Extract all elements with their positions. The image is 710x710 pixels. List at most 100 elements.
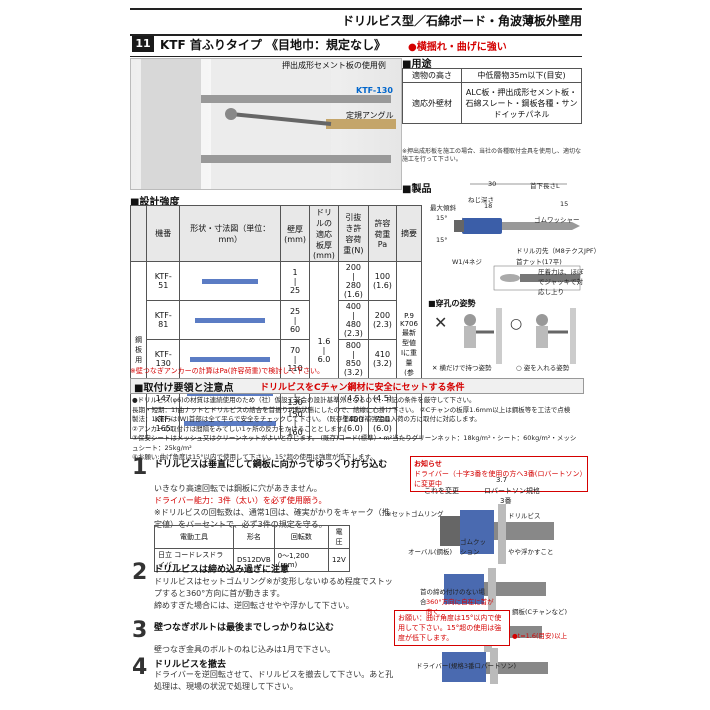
step-body-line: 締めすぎた場合には、逆回転させやや浮かして下さい。 [154, 601, 354, 610]
step-body: ドライバーを逆回転させて、ドリルビスを撤去して下さい。あと孔処理は、現場の状況で… [154, 669, 394, 693]
spec-pull: 200 | 280 (1.6) [337, 261, 369, 301]
spec-model: KTF-51 [146, 261, 181, 301]
installation-photo [130, 58, 402, 190]
spec-header-note: 摘要 [396, 205, 422, 262]
install-label-loose: やや浮かすこと [508, 548, 554, 556]
tool-cell: 日立 コードレスドライバー [153, 548, 235, 572]
step-title: 壁つなぎボルトは最後までしっかりねじ込む [154, 623, 335, 633]
install-label-360: 360°方向に自在に首が向く [426, 598, 494, 616]
usage-note: ※押出成形板を施工の場合、当社の各種取付金具を使用し、適切な施工を行って下さい。 [402, 148, 582, 163]
usage-heading: ■用途 [402, 59, 432, 70]
step-body-line: ※ドリルビスの回転数は、通常1回は、確実がかりをキャーク（推定値）をバーセントで… [154, 508, 390, 529]
spec-thick: 150 | 160 [280, 408, 310, 439]
step-number: 1 [132, 455, 148, 480]
usage-value: 中低層物35m以下(目安) [461, 68, 582, 83]
usage-label: 適物の高さ [402, 68, 462, 83]
product-label-thread-w: W1/4ネジ [452, 258, 482, 266]
product-label-force: 圧着力は、ほぼでジャッキで対応し上り [538, 268, 584, 296]
spec-row: KTF-81 25 | 60 400 | 480 (2.3) 200 (2.3) [131, 300, 422, 340]
install-label-drill: ドリルビス [508, 512, 541, 520]
install-label-thickness: ●t=1.6(目安)以上 [512, 632, 568, 640]
step-number: 3 [132, 618, 148, 643]
spec-header-shape: 形状・寸法図（単位：mm） [179, 205, 282, 262]
notice-sub-3: 3番 [500, 497, 512, 505]
spec-model: KTF-81 [146, 300, 181, 340]
usage-table: 適物の高さ 中低層物35m以下(目安) 適応外壁材 ALC板・押出成形セメント板… [402, 68, 582, 124]
tool-cell: DS12DVB [233, 548, 275, 572]
product-label-15c: 15 [560, 200, 569, 208]
spec-pull: 400 | 480 (2.3) [337, 300, 369, 340]
spec-header-blank [129, 205, 148, 262]
spec-pull: 1400 (6.0) [337, 408, 369, 439]
procedure-note: ③保安シートはメッシュ又はクリーンネットがよいと存じます。 (既存)コード(標準… [132, 434, 577, 452]
install-label-cushion: ゴムクッション [460, 538, 486, 556]
usage-value: ALC板・押出成形セメント板・石綿スレート・鋼板各種・サンドイッチパネル [461, 82, 582, 124]
tool-cell: 12V [328, 548, 350, 572]
spec-thick: 1 | 25 [280, 261, 310, 301]
step-body-line: ドリルビスはセットゴムリング※が変形しないゆるめ程度でストップすると360°方向… [154, 577, 393, 598]
spec-model: KTF-165 [146, 408, 181, 439]
photo-illustration [141, 59, 396, 189]
top-rule [130, 8, 582, 10]
spec-footnote: ※壁つなぎアンカーの計算はPa(許容荷重)で検討して下さい。 [130, 367, 325, 375]
tool-cell: 0～1,200 (rpm) [273, 548, 330, 572]
step-body-line: いきなり高速回転では鋼板に穴があきません。 [154, 484, 322, 493]
product-label-rubber: ゴムワッシャー [534, 216, 580, 224]
product-label-15b: 15° [436, 236, 448, 244]
notice-callout: お知らせ ドライバー（十字3番を使用の方へ3番(ロバートソン）に変更中 [410, 456, 588, 492]
step-title: ドリルビスは締め込み過ぎに注意 [154, 565, 290, 575]
spec-shape [179, 261, 282, 301]
procedure-note: ②アンカーの取付けは間隔をみてしい1ヶ所の反力をかけることとします。 [132, 424, 350, 433]
product-label-drill: ドリル刃先（M8テクスJPF） [516, 247, 601, 255]
spec-header-thick: 壁厚(mm) [280, 205, 310, 262]
step-title: ドリルビスは垂直にして鋼板に向かってゆっくり打ち込む [154, 460, 388, 470]
spec-shape [179, 300, 282, 340]
postures-heading: ■穿孔の姿勢 [428, 299, 476, 308]
tool-header: 形名 [233, 525, 275, 549]
spec-header-drill: ドリルの適応板厚(mm) [308, 205, 339, 262]
notice-title: お知らせ [414, 460, 442, 468]
procedure-note: ●ドリルビス(φ6)の材質は連続使用のため（社）仮設工業会の設計基準外となるので… [132, 396, 476, 404]
install-label-oval: オーバル(鋼板) [408, 548, 453, 556]
install-label-driver: ドライバー(規格3番ロバートソン) [416, 662, 517, 670]
tool-header: 電動工具 [153, 525, 235, 549]
spec-model: KTF-130 [146, 339, 181, 379]
product-label-nut: 首ナット(17平) [516, 258, 562, 266]
spec-pa: 200 (2.3) [367, 300, 398, 340]
product-label-18: 18 [484, 202, 493, 210]
spec-heading: ■設計強度 [130, 197, 180, 208]
model-title: KTF 首ふりタイプ 《目地巾：規定なし》 [160, 38, 387, 52]
notice-sub-change: これを変更 [424, 487, 459, 495]
spec-pa: 700 (6.0) [367, 408, 398, 439]
install-label-no-tight: 首の締め付けのない場合 [420, 588, 485, 606]
step-number: 4 [132, 655, 148, 680]
warning-text: ドリルビスをCチャン鋼材に安全にセットする条件 [260, 383, 465, 393]
spec-row: 鋼板用 KTF-51 1 | 25 1.6 | 6.0 200 | 280 (1… [129, 261, 422, 439]
spec-pa: 100 (1.6) [367, 261, 398, 301]
spec-pa: 410 (3.2) [367, 339, 398, 379]
product-label-maxtilt: 最大傾斜 [430, 204, 456, 212]
section-number: 11 [132, 36, 154, 52]
install-label-rubber-ring: ※セットゴムリング [386, 510, 444, 518]
install-label-steel: 鋼板(Cチャンなど) [512, 608, 568, 616]
notice-sub-dim: 3.7 [496, 476, 508, 484]
product-heading: ■製品 [402, 184, 432, 195]
photo-label-example: 押出成形セメント板の使用例 [282, 61, 386, 70]
procedure-note: 長期・短期：1)曲ナットとドリルビスの結合を首振り可動状態にしたので、結線に心掛… [132, 405, 571, 414]
step-number: 2 [132, 560, 148, 585]
spec-shape [179, 408, 282, 439]
category-title: ドリルビス型／石綿ボード・角波薄板外壁用 [341, 14, 582, 28]
posture-wrong: ✕ 横だけで持つ姿勢 [432, 364, 492, 372]
procedure-note: 製法：1.施行は(W)首部は全て平らで安全をチェックして下さい。 (既存壁)取付… [132, 415, 481, 423]
tool-header: 電圧 [328, 525, 350, 549]
step-body: 壁つなぎ金具のボルトのねじ込みは1月で下さい。 [154, 644, 394, 656]
step-body-line: ドライバー能力：3件（太い）を必ず使用願う。 [154, 496, 327, 505]
product-label-thread: ねじ深さ [468, 196, 494, 204]
photo-label-angle: 定規アングル [346, 111, 394, 120]
notice-text: ドライバー（十字3番を使用の方へ3番(ロバートソン）に変更中 [414, 470, 583, 488]
photo-label-product: KTF-130 [356, 86, 393, 95]
spec-drill-range: 1.6 | 6.0 [308, 261, 339, 439]
tool-header: 回転数 [273, 525, 330, 549]
warning-bar [130, 378, 584, 394]
step-body: ドリルビスはセットゴムリング※が変形しないゆるめ程度でストップすると360°方向… [154, 576, 394, 612]
